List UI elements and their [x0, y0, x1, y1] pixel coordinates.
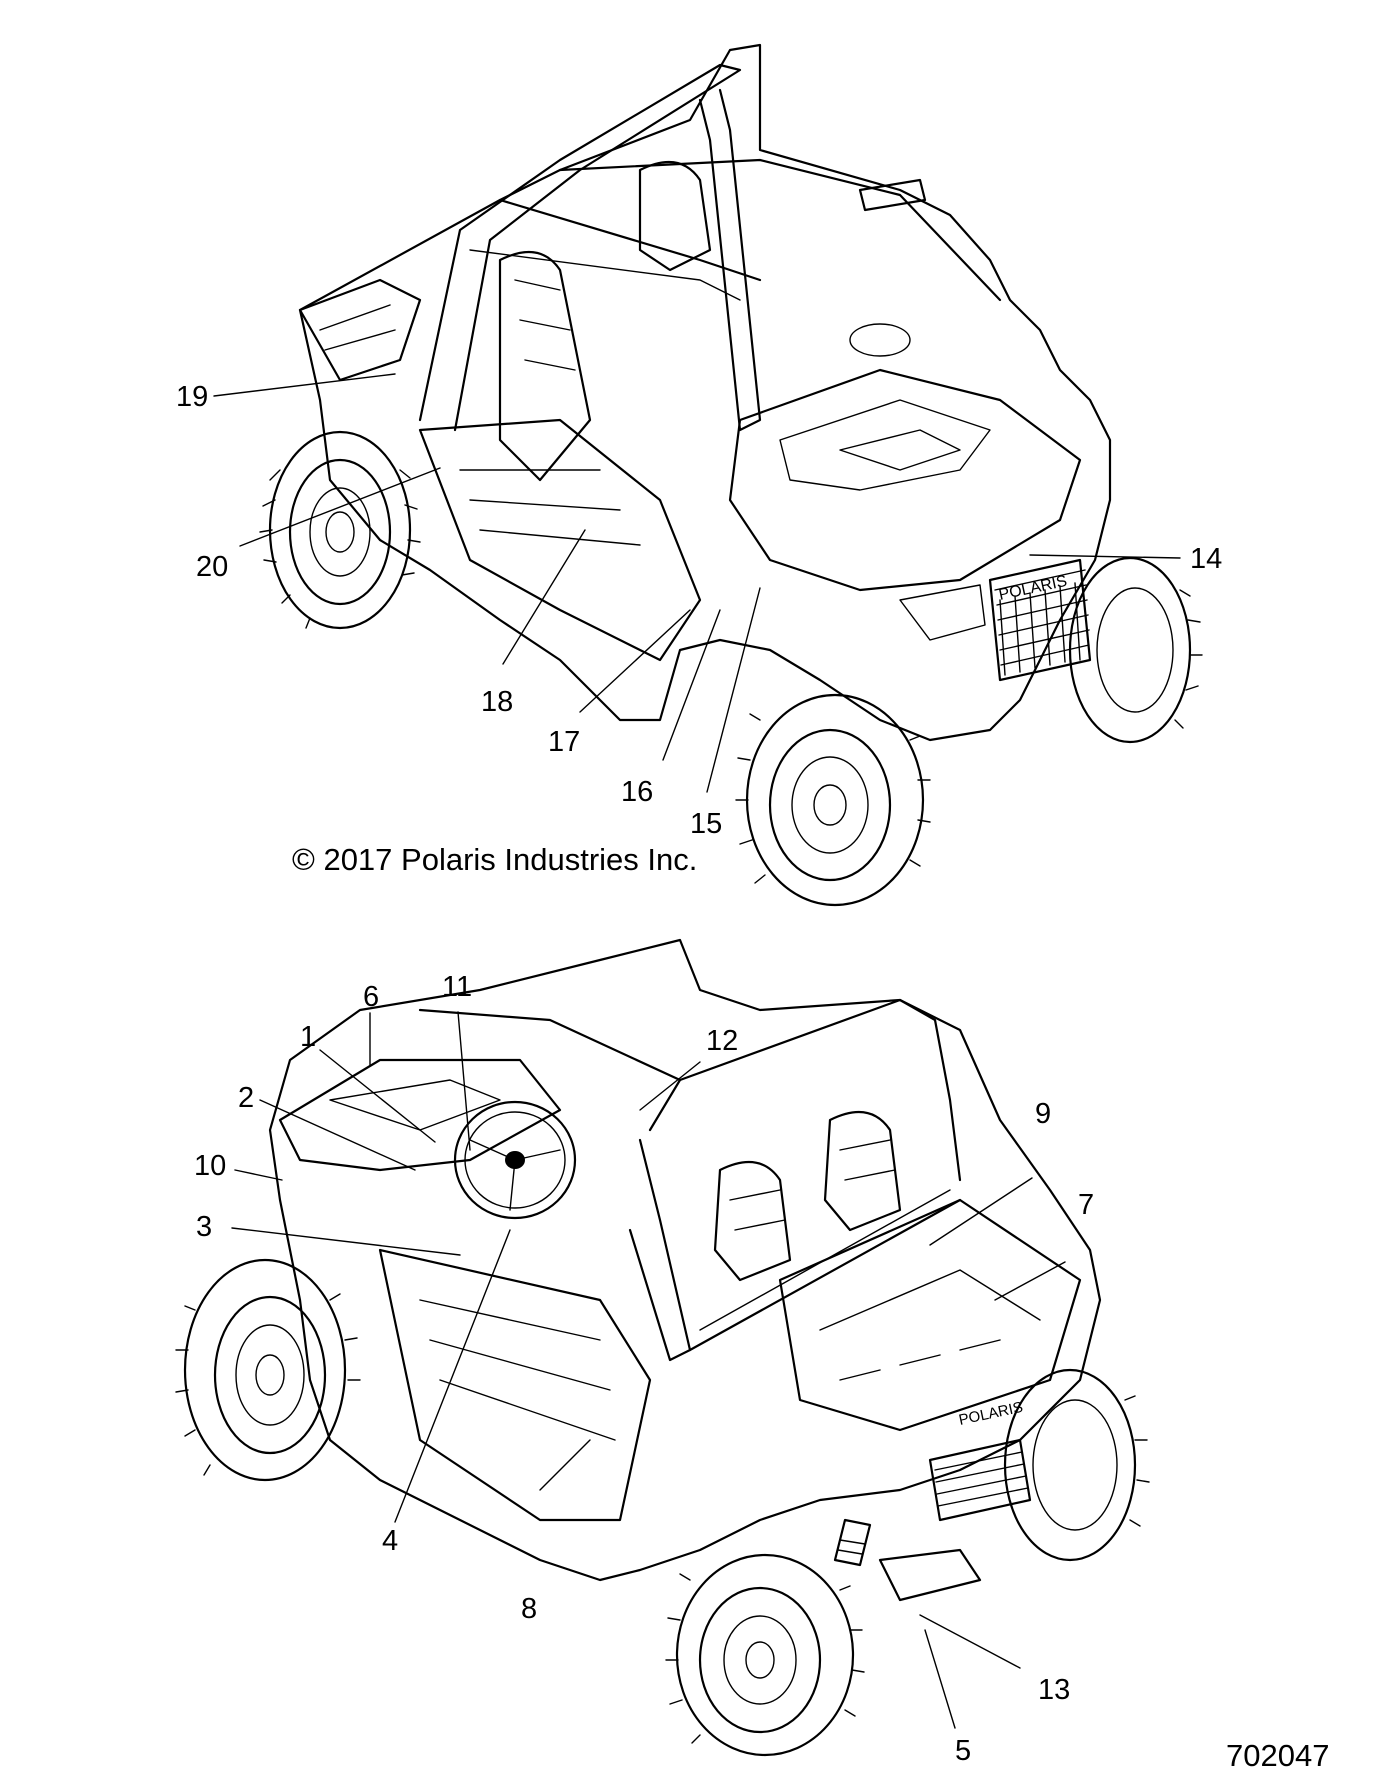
callout-3: 3	[196, 1211, 213, 1243]
callout-19: 19	[176, 381, 209, 413]
top-front-right-wheel	[1068, 556, 1203, 744]
callout-20: 20	[196, 551, 229, 583]
callout-11: 11	[442, 971, 473, 1003]
bottom-vehicle-illustration: POLARIS	[175, 938, 1150, 1757]
callout-14: 14	[1190, 543, 1223, 575]
copyright-notice: © 2017 Polaris Industries Inc.	[292, 842, 698, 877]
callout-16: 16	[621, 776, 654, 808]
part-number: 702047	[1226, 1738, 1330, 1773]
callout-1: 1	[300, 1021, 317, 1053]
callout-9: 9	[1035, 1098, 1052, 1130]
svg-text:POLARIS: POLARIS	[997, 573, 1068, 604]
callout-18: 18	[481, 686, 514, 718]
bottom-front-wheel	[665, 1553, 865, 1757]
callout-17: 17	[548, 726, 581, 758]
callout-8: 8	[521, 1593, 538, 1625]
top-front-left-wheel	[735, 693, 931, 907]
callout-6: 6	[363, 981, 380, 1013]
top-vehicle-illustration: POLARIS	[259, 43, 1203, 907]
callout-5: 5	[955, 1735, 972, 1767]
callout-13: 13	[1038, 1674, 1071, 1706]
svg-text:POLARIS: POLARIS	[957, 1399, 1024, 1429]
callout-2: 2	[238, 1082, 255, 1114]
top-rear-wheel	[259, 430, 421, 630]
bottom-right-wheel	[1003, 1368, 1150, 1562]
callout-7: 7	[1078, 1189, 1095, 1221]
callout-15: 15	[690, 808, 723, 840]
callout-10: 10	[194, 1150, 227, 1182]
callout-4: 4	[382, 1525, 399, 1557]
callout-12: 12	[706, 1025, 739, 1057]
bottom-left-wheel	[175, 1258, 361, 1482]
leader-lines	[213, 373, 1181, 1729]
